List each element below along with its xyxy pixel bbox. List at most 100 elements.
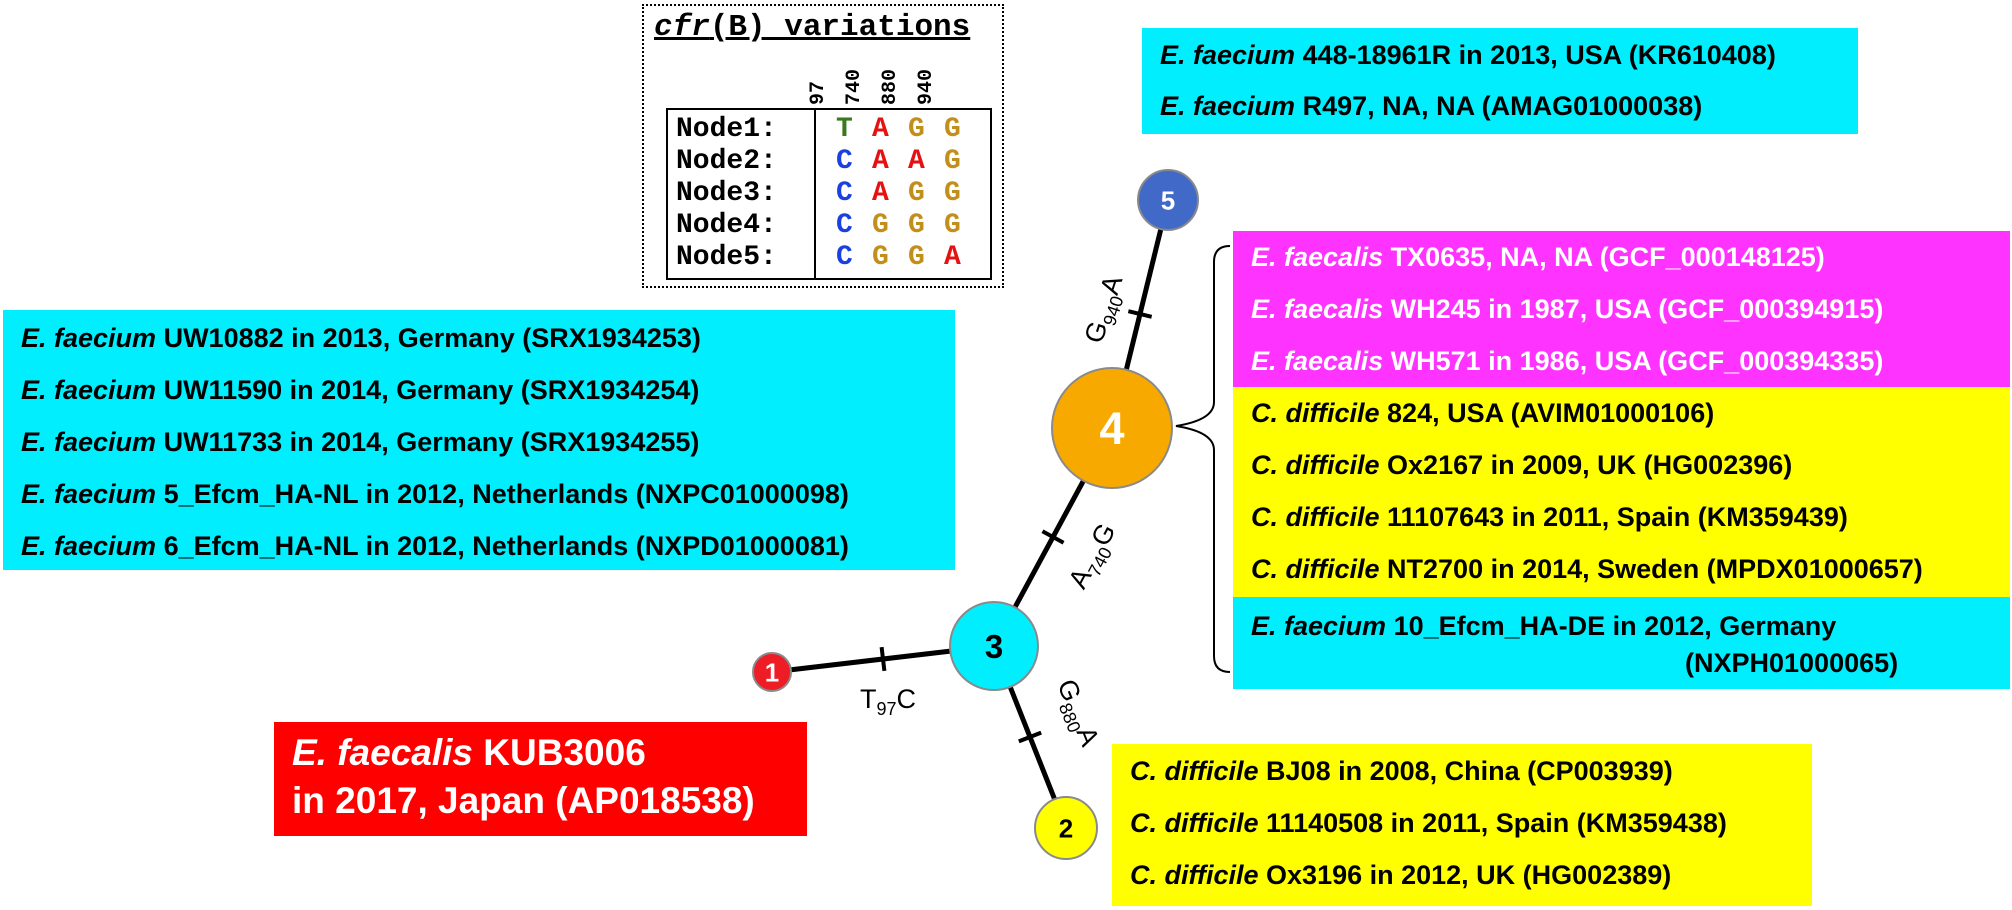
species-name: E. faecalis <box>1251 294 1384 324</box>
strain-info: 448-18961R in 2013, USA (KR610408) <box>1295 40 1776 70</box>
base-cell: G <box>908 210 925 241</box>
node-5-circle <box>1137 169 1199 231</box>
node4-faecium-line2: (NXPH01000065) <box>1685 647 1898 679</box>
node4-difficile-strain-1: C. difficile 824, USA (AVIM01000106) <box>1251 397 1714 429</box>
inset-title: cfr(B) variations <box>654 10 970 45</box>
inset-title-gene: cfr <box>654 10 710 45</box>
node1-line2: in 2017, Japan (AP018538) <box>292 780 755 822</box>
species-name: C. difficile <box>1251 554 1380 584</box>
strain-details: in 2017, Japan (AP018538) <box>292 780 755 821</box>
base-cell: G <box>944 146 961 177</box>
strain-info: 11107643 in 2011, Spain (KM359439) <box>1379 502 1848 532</box>
base-cell: C <box>836 178 853 209</box>
node4-difficile-box: C. difficile 824, USA (AVIM01000106)C. d… <box>1233 387 2010 597</box>
strain-info: UW11590 in 2014, Germany (SRX1934254) <box>156 375 700 405</box>
base-cell: G <box>872 210 889 241</box>
mutation-label: G940A <box>1079 272 1134 349</box>
mutation-tick <box>879 646 887 672</box>
node4-faecalis-strain-3: E. faecalis WH571 in 1986, USA (GCF_0003… <box>1251 345 1883 377</box>
node-row-label: Node3: <box>676 178 777 209</box>
node5-strain-box: E. faecium 448-18961R in 2013, USA (KR61… <box>1142 28 1858 134</box>
strain-info: WH245 in 1987, USA (GCF_000394915) <box>1383 294 1884 324</box>
node-1-label: 1 <box>765 657 779 687</box>
strain-info: UW11733 in 2014, Germany (SRX1934255) <box>156 427 700 457</box>
species-name: C. difficile <box>1130 808 1259 838</box>
species-name: E. faecium <box>21 375 157 405</box>
base-cell: A <box>872 178 889 209</box>
node-row-label: Node4: <box>676 210 777 241</box>
node-row-label: Node1: <box>676 114 777 145</box>
base-cell: G <box>872 242 889 273</box>
node5-strain-1: E. faecium 448-18961R in 2013, USA (KR61… <box>1160 39 1776 71</box>
strain-info: 824, USA (AVIM01000106) <box>1379 398 1715 428</box>
base-cell: G <box>944 210 961 241</box>
base-cell: T <box>836 114 853 145</box>
node-2-label: 2 <box>1059 813 1073 843</box>
mutation-label: A740G <box>1063 518 1126 595</box>
species-name: E. faecalis <box>1251 242 1384 272</box>
species-name: C. difficile <box>1130 756 1259 786</box>
node4-faecium-box: E. faecium 10_Efcm_HA-DE in 2012, German… <box>1233 597 2010 689</box>
strain-info: BJ08 in 2008, China (CP003939) <box>1258 756 1673 786</box>
table-divider <box>814 110 816 278</box>
node3-strain-2: E. faecium UW11590 in 2014, Germany (SRX… <box>21 374 699 406</box>
species-name: E. faecium <box>1160 91 1296 121</box>
base-cell: A <box>872 146 889 177</box>
base-cell: A <box>944 242 961 273</box>
node4-difficile-strain-3: C. difficile 11107643 in 2011, Spain (KM… <box>1251 501 1848 533</box>
strain-info: R497, NA, NA (AMAG01000038) <box>1295 91 1703 121</box>
inset-title-rest: (B) variations <box>709 10 971 45</box>
base-cell: G <box>908 114 925 145</box>
node-3-label: 3 <box>985 628 1003 665</box>
strain-info: Ox2167 in 2009, UK (HG002396) <box>1379 450 1793 480</box>
node4-faecalis-box: E. faecalis TX0635, NA, NA (GCF_00014812… <box>1233 231 2010 387</box>
species-name: E. faecalis <box>292 732 474 773</box>
base-cell: A <box>872 114 889 145</box>
base-cell: C <box>836 146 853 177</box>
node1-strain-box: E. faecalis KUB3006 in 2017, Japan (AP01… <box>274 722 807 836</box>
strain-info: UW10882 in 2013, Germany (SRX1934253) <box>156 323 701 353</box>
strain-info: 11140508 in 2011, Spain (KM359438) <box>1258 808 1727 838</box>
strain-info: NT2700 in 2014, Sweden (MPDX01000657) <box>1379 554 1923 584</box>
base-cell: G <box>944 178 961 209</box>
node-row-label: Node5: <box>676 242 777 273</box>
accession: (NXPH01000065) <box>1685 648 1899 678</box>
node-2-circle <box>1034 796 1098 860</box>
node3-strain-5: E. faecium 6_Efcm_HA-NL in 2012, Netherl… <box>21 530 849 562</box>
species-name: C. difficile <box>1251 398 1380 428</box>
node4-faecalis-strain-1: E. faecalis TX0635, NA, NA (GCF_00014812… <box>1251 241 1825 273</box>
species-name: C. difficile <box>1251 502 1380 532</box>
node4-faecium-line1: E. faecium 10_Efcm_HA-DE in 2012, German… <box>1251 610 1836 642</box>
species-name: E. faecium <box>21 427 157 457</box>
base-cell: A <box>908 146 925 177</box>
node2-strain-1: C. difficile BJ08 in 2008, China (CP0039… <box>1130 755 1673 787</box>
species-name: E. faecium <box>1160 40 1296 70</box>
node-1-circle <box>752 652 792 692</box>
node2-strain-3: C. difficile Ox3196 in 2012, UK (HG00238… <box>1130 859 1671 891</box>
mutation-label: T97C <box>860 684 916 719</box>
node-5-label: 5 <box>1161 185 1175 215</box>
strain-info: KUB3006 <box>473 732 646 773</box>
strain-info: 5_Efcm_HA-NL in 2012, Netherlands (NXPC0… <box>156 479 849 509</box>
mutation-tick <box>1041 529 1065 545</box>
node5-strain-2: E. faecium R497, NA, NA (AMAG01000038) <box>1160 90 1702 122</box>
node3-strain-1: E. faecium UW10882 in 2013, Germany (SRX… <box>21 322 701 354</box>
node3-strain-4: E. faecium 5_Efcm_HA-NL in 2012, Netherl… <box>21 478 849 510</box>
node-4-circle <box>1051 367 1173 489</box>
base-cell: C <box>836 242 853 273</box>
base-cell: G <box>908 178 925 209</box>
strain-info: 6_Efcm_HA-NL in 2012, Netherlands (NXPD0… <box>156 531 849 561</box>
mutation-tick <box>1018 730 1042 744</box>
mutation-tick <box>1127 309 1153 319</box>
node3-strain-3: E. faecium UW11733 in 2014, Germany (SRX… <box>21 426 699 458</box>
node-3-circle <box>949 601 1039 691</box>
strain-info: TX0635, NA, NA (GCF_000148125) <box>1383 242 1825 272</box>
strain-info: WH571 in 1986, USA (GCF_000394335) <box>1383 346 1884 376</box>
node4-difficile-strain-4: C. difficile NT2700 in 2014, Sweden (MPD… <box>1251 553 1923 585</box>
strain-info: 10_Efcm_HA-DE in 2012, Germany <box>1386 611 1837 641</box>
base-cell: G <box>908 242 925 273</box>
species-name: C. difficile <box>1251 450 1380 480</box>
